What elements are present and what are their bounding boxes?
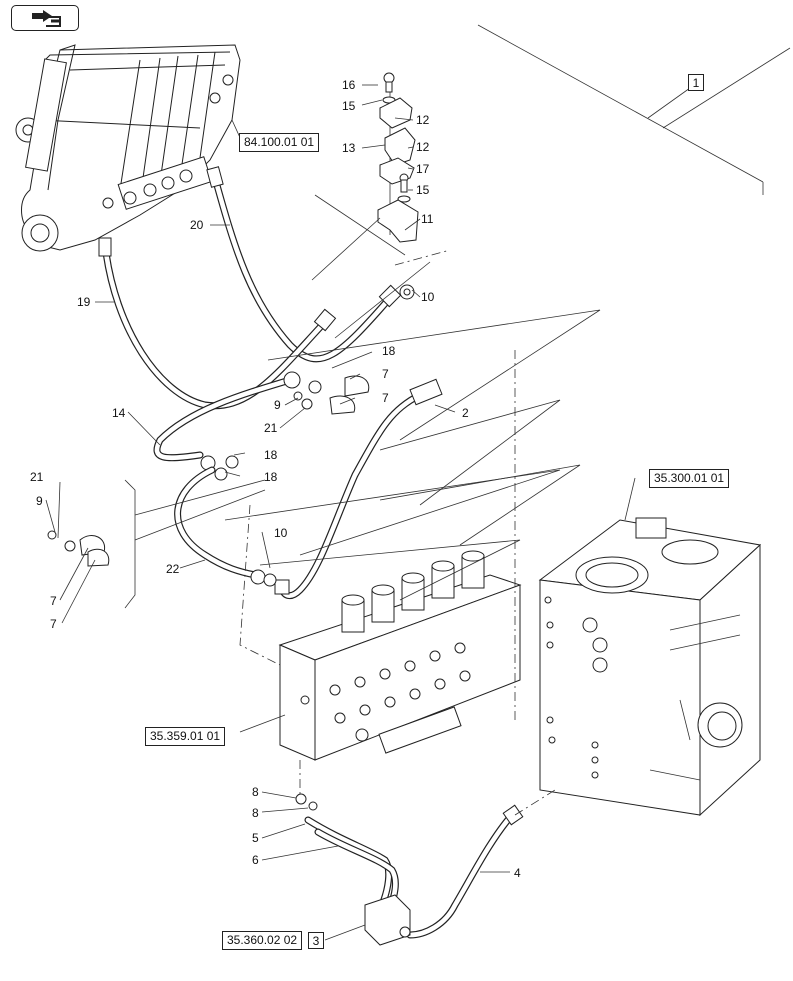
callout-8-second: 8 [252,806,259,820]
callout-9: 9 [274,398,281,412]
fittings [47,284,415,811]
hose-14 [153,371,301,471]
callout-20: 20 [190,218,204,232]
callout-7-third: 7 [50,594,57,608]
callout-18-second: 18 [264,448,278,462]
callout-12-second: 12 [416,140,430,154]
callout-7: 7 [382,367,389,381]
callout-13: 13 [342,141,356,155]
pilot-valve-hoses [304,804,524,946]
connection-lines [239,249,556,816]
callout-9-second: 9 [36,494,43,508]
callout-11: 11 [421,212,434,226]
tank-reference-link[interactable]: 35.300.01 01 [649,469,730,488]
assembly-quantity-box: 1 [688,74,704,91]
callout-15-second: 15 [416,183,430,197]
hose-19 [98,237,337,410]
callout-labels: 16 15 12 13 12 17 15 11 20 19 10 18 7 9 … [30,78,521,880]
valve-reference-link[interactable]: 35.359.01 01 [145,727,226,746]
callout-19: 19 [77,295,91,309]
hose-22 [174,466,266,585]
callout-21: 21 [264,421,278,435]
callout-16: 16 [342,78,356,92]
back-navigation-button[interactable] [11,5,79,31]
clamp-assembly [377,72,419,243]
detail-bracket-left [124,479,266,609]
control-valve-bank [278,550,522,761]
callout-18: 18 [382,344,396,358]
callout-4: 4 [514,866,521,880]
callout-15: 15 [342,99,356,113]
hose-2 [274,378,443,600]
callout-17: 17 [416,162,430,176]
callout-10-second: 10 [274,526,288,540]
callout-8: 8 [252,785,259,799]
pilot-valve-reference-link[interactable]: 35.360.02 02 [222,931,303,950]
callout-22: 22 [166,562,180,576]
guide-lines [224,194,601,601]
pilot-valve-quantity-box: 3 [308,932,324,949]
callout-leaders [45,84,636,941]
callout-7-fourth: 7 [50,617,57,631]
hydraulic-tank [538,517,762,817]
callout-12: 12 [416,113,430,127]
callout-14: 14 [112,406,126,420]
return-arrow-icon [32,10,61,27]
loader-boom-arm [15,44,241,252]
hose-20 [206,166,402,363]
callout-2: 2 [462,406,469,420]
callout-7-second: 7 [382,391,389,405]
callout-18-third: 18 [264,470,278,484]
boom-reference-link[interactable]: 84.100.01 01 [239,133,320,152]
callout-6: 6 [252,853,259,867]
assembly-leader-lines [477,24,791,195]
callout-21-second: 21 [30,470,44,484]
callout-10: 10 [421,290,435,304]
callout-5: 5 [252,831,259,845]
